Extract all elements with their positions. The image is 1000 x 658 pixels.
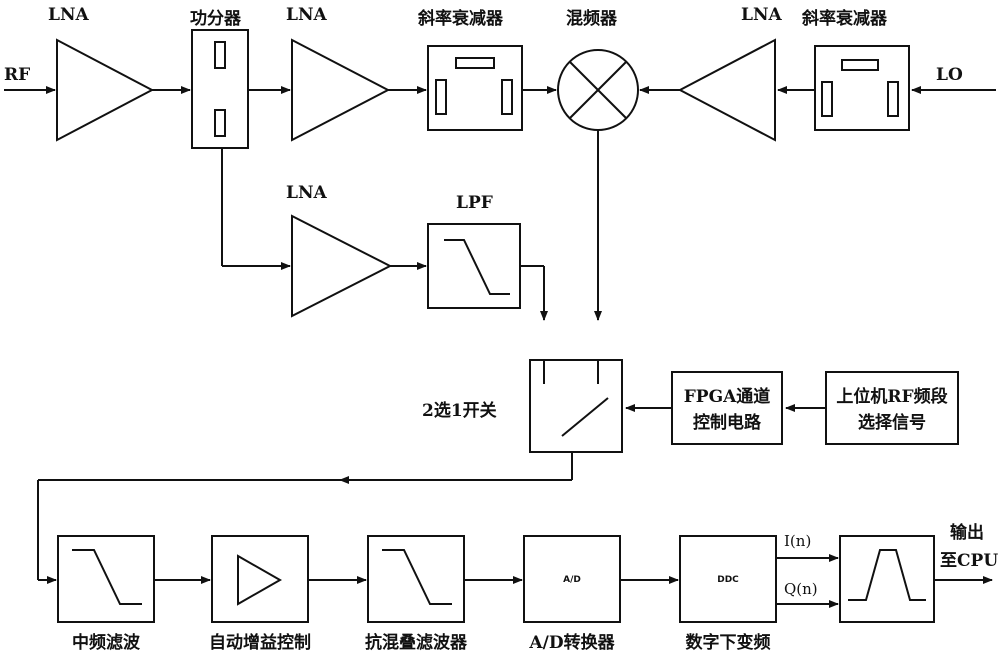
rf-input-label: RF xyxy=(4,65,30,85)
atten-lo-label: 斜率衰减器 xyxy=(801,8,888,29)
host-signal-block xyxy=(825,371,959,445)
ad-converter-block xyxy=(523,535,621,623)
fpga-label-line1: FPGA通道 xyxy=(684,386,771,407)
agc-amplifier-icon xyxy=(237,554,283,606)
q-output-label: Q(n) xyxy=(784,580,818,598)
lna3-label: LNA xyxy=(286,183,327,203)
lna-lo-amplifier-icon xyxy=(677,38,776,142)
output-bandpass-icon xyxy=(848,549,926,601)
atten1-label: 斜率衰减器 xyxy=(417,8,504,29)
mixer-cross-icon-b xyxy=(569,61,627,119)
splitter-label: 功分器 xyxy=(190,9,242,29)
i-output-label: I(n) xyxy=(784,532,811,550)
lna-lo-label: LNA xyxy=(741,5,782,25)
aa-filter-label: 抗混叠滤波器 xyxy=(365,632,468,653)
splitter-port1-icon xyxy=(214,41,226,69)
ad-inner-label: A/D xyxy=(563,575,581,585)
ad-converter-label: A/D转换器 xyxy=(528,632,615,653)
output-filter-block xyxy=(839,535,935,623)
switch-lever-icon xyxy=(561,397,609,437)
ddc-block xyxy=(679,535,777,623)
fpga-control-block xyxy=(671,371,783,445)
lna1-amplifier-icon xyxy=(56,38,155,142)
lna3-amplifier-icon xyxy=(291,214,393,318)
atten1-res-top-icon xyxy=(455,57,495,69)
lpf-block xyxy=(427,223,521,309)
output-label-line2: 至CPU xyxy=(940,551,998,571)
if-filter-response-icon xyxy=(72,549,142,605)
atten1-res-right-icon xyxy=(501,79,513,115)
lpf-label: LPF xyxy=(456,193,493,213)
lpf-response-icon xyxy=(444,239,510,295)
lna2-amplifier-icon xyxy=(291,38,391,142)
atten-lo-res-top-icon xyxy=(841,59,879,71)
fpga-label-line2: 控制电路 xyxy=(693,412,762,433)
ddc-inner-label: DDC xyxy=(717,575,739,585)
output-label-line1: 输出 xyxy=(950,522,984,543)
splitter-port2-icon xyxy=(214,109,226,137)
lo-input-label: LO xyxy=(936,65,963,85)
ddc-label: 数字下变频 xyxy=(686,632,771,653)
atten-lo-res-left-icon xyxy=(821,81,833,117)
agc-label: 自动增益控制 xyxy=(209,632,311,653)
atten-lo-res-right-icon xyxy=(887,81,899,117)
aa-filter-response-icon xyxy=(382,549,452,605)
aa-filter-block xyxy=(367,535,465,623)
lna1-label: LNA xyxy=(48,5,89,25)
switch-label: 2选1开关 xyxy=(422,400,497,421)
switch-block xyxy=(529,359,623,453)
atten1-res-left-icon xyxy=(435,79,447,115)
if-filter-block xyxy=(57,535,155,623)
lna2-label: LNA xyxy=(286,5,327,25)
host-label-line2: 选择信号 xyxy=(858,412,926,433)
mixer-label: 混频器 xyxy=(566,8,618,29)
if-filter-label: 中频滤波 xyxy=(72,632,141,653)
host-label-line1: 上位机RF频段 xyxy=(836,386,947,407)
